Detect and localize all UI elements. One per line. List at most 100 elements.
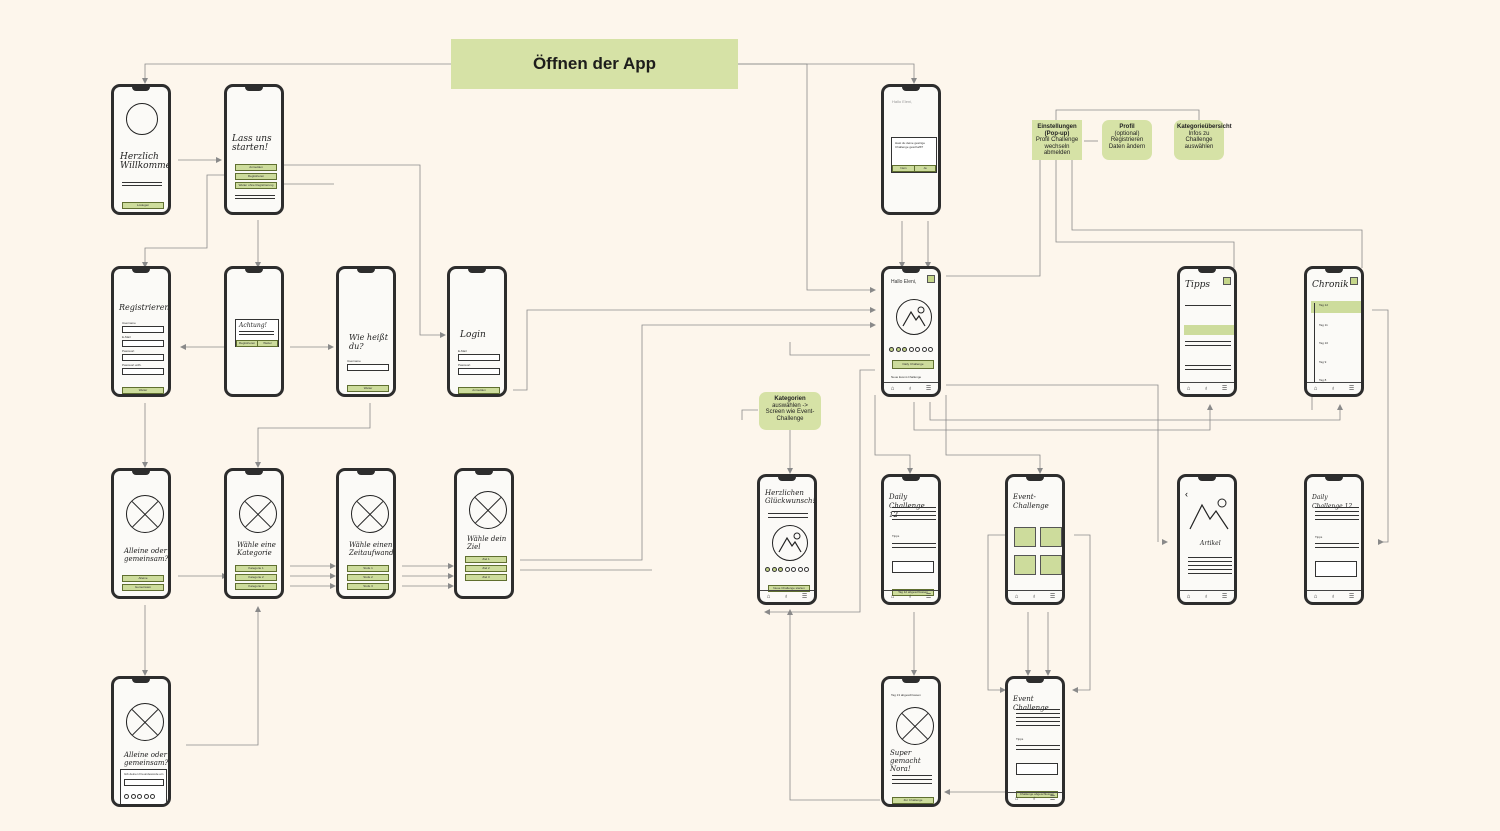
login-password-input[interactable]	[458, 368, 500, 375]
event-hint: Neue Event-Challenge	[891, 375, 922, 379]
screen-tips[interactable]: Tipps ⌂♁☰	[1177, 266, 1237, 397]
guest-option-button[interactable]: Weiter ohne Registrierung	[235, 182, 277, 189]
screen-congrats[interactable]: Herzlichen Glückwunsch! Neue Challenge s…	[757, 474, 817, 605]
screen-daily-challenge[interactable]: Daily Challenge 12 Tipps Tag 12 abgeschl…	[881, 474, 941, 605]
event-notes-box[interactable]	[1016, 763, 1058, 775]
bottom-navigation[interactable]: ⌂♁☰	[1008, 792, 1062, 804]
note-profile: Profil (optional) Registrieren Daten änd…	[1102, 120, 1152, 160]
image-placeholder-icon	[469, 491, 507, 529]
progress-dots	[765, 567, 809, 572]
register-option-button[interactable]: Registrieren	[235, 173, 277, 180]
home-icon: ⌂	[890, 593, 895, 600]
warning-continue-button[interactable]: Weiter	[257, 340, 278, 347]
password-input[interactable]	[122, 354, 164, 361]
alone-button[interactable]: Alleine	[122, 575, 164, 582]
bottom-navigation[interactable]: ⌂♁☰	[760, 590, 814, 602]
bottom-navigation[interactable]: ⌂♁☰	[884, 382, 938, 394]
screen-home[interactable]: Hallo Eleni, Daily Challenge Neue Event-…	[881, 266, 941, 397]
goal-2-button[interactable]: Ziel 2	[465, 565, 507, 572]
back-icon[interactable]: ‹	[1185, 489, 1188, 499]
bottom-navigation[interactable]: ⌂♁☰	[1307, 590, 1361, 602]
home-icon: ⌂	[766, 593, 771, 600]
category-3-button[interactable]: Kategorie 3	[235, 583, 277, 590]
bottom-navigation[interactable]: ⌂♁☰	[1307, 382, 1361, 394]
bottom-navigation[interactable]: ⌂♁☰	[1008, 590, 1062, 602]
screen-done[interactable]: Tag 13 abgeschlossen Super gemacht Nora!…	[881, 676, 941, 807]
login-option-button[interactable]: Anmelden	[235, 164, 277, 171]
menu-icon[interactable]	[1350, 277, 1358, 285]
note-categories: Kategorien auswählen -> Screen wie Event…	[759, 392, 821, 430]
screen-timespan[interactable]: Wähle einen Zeitaufwand Stufe 1 Stufe 2 …	[336, 468, 396, 599]
event-tile-1[interactable]	[1014, 527, 1036, 547]
friend-code-input[interactable]	[124, 779, 164, 786]
screen-article[interactable]: ‹ Artikel ⌂♁☰	[1177, 474, 1237, 605]
done-title: Super gemacht Nora!	[890, 749, 921, 773]
daily-check-popup: Hast du deine gestrige Challenge geschaf…	[891, 137, 937, 173]
screen-home-popup[interactable]: Hallo Eleni, Hast du deine gestrige Chal…	[881, 84, 941, 215]
email-input[interactable]	[122, 340, 164, 347]
event-complete-button[interactable]: Challenge abgeschlossen	[1016, 791, 1058, 798]
bottom-navigation[interactable]: ⌂♁☰	[884, 590, 938, 602]
popup-yes-button[interactable]: Ja	[914, 165, 936, 172]
popup-no-button[interactable]: Nein	[892, 165, 915, 172]
category-1-button[interactable]: Kategorie 1	[235, 565, 277, 572]
chronik-icon: ☰	[1348, 594, 1355, 600]
screen-warning[interactable]: Achtung! Registrieren Weiter	[224, 266, 284, 397]
daily-challenge-button[interactable]: Daily Challenge	[892, 360, 934, 369]
chronik-icon: ☰	[925, 386, 932, 392]
stage-3-button[interactable]: Stufe 3	[347, 583, 389, 590]
warning-register-button[interactable]: Registrieren	[236, 340, 258, 347]
screen-name[interactable]: Wie heißt du? Username Weiter	[336, 266, 396, 397]
menu-icon[interactable]	[927, 275, 935, 283]
name-title: Wie heißt du?	[349, 333, 388, 351]
goal-3-button[interactable]: Ziel 3	[465, 574, 507, 581]
to-challenge-button[interactable]: Zur Challenge	[892, 797, 934, 804]
bottom-navigation[interactable]: ⌂♁☰	[1180, 590, 1234, 602]
username-input[interactable]	[122, 326, 164, 333]
timespan-title: Wähle einen Zeitaufwand	[349, 541, 394, 557]
bottom-navigation[interactable]: ⌂♁☰	[1180, 382, 1234, 394]
screen-alone-together-code[interactable]: Alleine oder gemeinsam? Gib deinen Freun…	[111, 676, 171, 807]
warning-title: Achtung!	[239, 322, 267, 329]
goal-1-button[interactable]: Ziel 1	[465, 556, 507, 563]
category-2-button[interactable]: Kategorie 2	[235, 574, 277, 581]
new-challenge-button[interactable]: Neue Challenge starten	[768, 585, 810, 592]
menu-icon[interactable]	[1223, 277, 1231, 285]
screen-goal[interactable]: Wähle dein Ziel Ziel 1 Ziel 2 Ziel 3	[454, 468, 514, 599]
screen-alone-together[interactable]: Alleine oder gemeinsam? Alleine Gemeinsa…	[111, 468, 171, 599]
name-continue-button[interactable]: Weiter	[347, 385, 389, 392]
image-placeholder-icon	[126, 495, 164, 533]
register-continue-button[interactable]: Weiter	[122, 387, 164, 394]
screen-welcome[interactable]: Herzlich Willkommen Loslegen	[111, 84, 171, 215]
day-complete-button[interactable]: Tag 12 abgeschlossen	[892, 589, 934, 596]
daily-notes-box[interactable]	[892, 561, 934, 573]
login-email-input[interactable]	[458, 354, 500, 361]
screen-chronik[interactable]: Chronik Tag 12 Tag 11 Tag 10 Tag 9 Tag 8…	[1304, 266, 1364, 397]
name-input[interactable]	[347, 364, 389, 371]
event-tile-3[interactable]	[1014, 555, 1036, 575]
screen-register[interactable]: Registrieren Username E-Mail Passwort Pa…	[111, 266, 171, 397]
event-detail-tips-label: Tipps	[1016, 737, 1024, 741]
screen-event-detail[interactable]: Event Challenge Tipps Challenge abgeschl…	[1005, 676, 1065, 807]
goal-title: Wähle dein Ziel	[467, 535, 507, 551]
login-submit-button[interactable]: Anmelden	[458, 387, 500, 394]
stage-2-button[interactable]: Stufe 2	[347, 574, 389, 581]
event-tile-4[interactable]	[1040, 555, 1062, 575]
screen-event-challenge[interactable]: Event-Challenge ⌂♁☰	[1005, 474, 1065, 605]
daily-detail-title: Daily Challenge 12	[1312, 494, 1352, 510]
chronik-icon: ☰	[801, 594, 808, 600]
tips-icon: ♁	[1330, 385, 1336, 392]
event-tile-2[interactable]	[1040, 527, 1062, 547]
password-repeat-input[interactable]	[122, 368, 164, 375]
home-icon: ⌂	[1186, 385, 1191, 392]
login-title: Login	[460, 330, 486, 340]
stage-1-button[interactable]: Stufe 1	[347, 565, 389, 572]
daily-check-text: Hast du deine gestrige Challenge geschaf…	[895, 141, 926, 149]
screen-start[interactable]: Lass uns starten! Anmelden Registrieren …	[224, 84, 284, 215]
together-button[interactable]: Gemeinsam	[122, 584, 164, 591]
screen-category[interactable]: Wähle eine Kategorie Kategorie 1 Kategor…	[224, 468, 284, 599]
logo-placeholder-circle	[126, 103, 158, 135]
screen-daily-detail[interactable]: Daily Challenge 12 Tipps ⌂♁☰	[1304, 474, 1364, 605]
screen-login[interactable]: Login E-Mail Passwort Anmelden	[447, 266, 507, 397]
start-button[interactable]: Loslegen	[122, 202, 164, 209]
